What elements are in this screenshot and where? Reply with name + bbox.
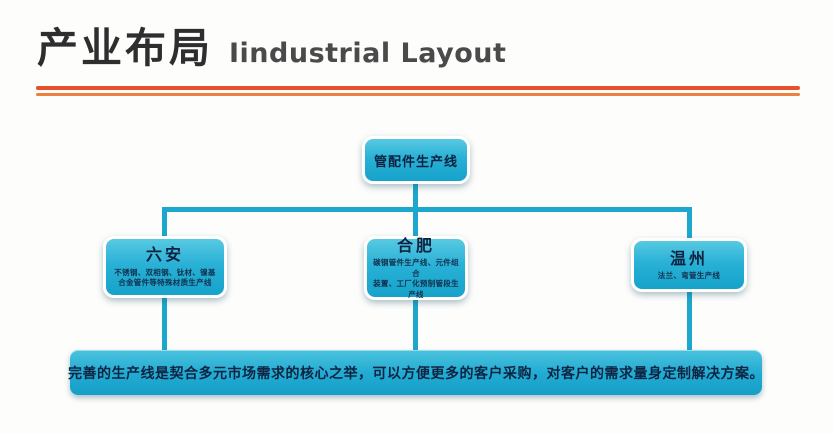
node-luan-name: 六安 — [145, 245, 184, 265]
node-hefei-desc-line2: 装置、工厂化预制管段生产线 — [373, 279, 459, 299]
connector-hefei-to-summary — [413, 288, 418, 352]
summary-bar: 完善的生产线是契合多元市场需求的核心之举，可以方便更多的客户采购，对客户的需求量… — [68, 350, 764, 395]
connector-wenzhou-to-summary — [687, 278, 692, 352]
node-wenzhou-desc-line1: 法兰、弯管生产线 — [657, 270, 721, 280]
page-title-english: Iindustrial Layout — [229, 38, 507, 69]
node-pipe-fittings-line: 管配件生产线 — [362, 136, 470, 184]
node-luan-desc-line1: 不锈钢、双相钢、钛材、镍基 — [114, 267, 216, 277]
connector-drop-hefei — [413, 207, 418, 240]
node-luan-description: 不锈钢、双相钢、钛材、镍基 合金管件等特殊材质生产线 — [114, 268, 215, 289]
node-hefei-desc-line1: 碳钢管件生产线、元件组合 — [373, 258, 459, 278]
connector-luan-to-summary — [162, 288, 167, 352]
node-wenzhou-description: 法兰、弯管生产线 — [658, 271, 720, 282]
connector-drop-wenzhou — [687, 207, 692, 240]
node-wenzhou: 温州 法兰、弯管生产线 — [631, 238, 747, 292]
divider-line-bottom — [36, 93, 800, 96]
node-luan: 六安 不锈钢、双相钢、钛材、镍基 合金管件等特殊材质生产线 — [103, 236, 227, 298]
node-hefei-name: 合肥 — [396, 235, 435, 255]
page-title-chinese: 产业布局 — [37, 24, 213, 72]
page-title: 产业布局 Iindustrial Layout — [37, 14, 506, 74]
node-hefei: 合肥 碳钢管件生产线、元件组合 装置、工厂化预制管段生产线 — [364, 236, 468, 300]
node-hefei-description: 碳钢管件生产线、元件组合 装置、工厂化预制管段生产线 — [373, 258, 459, 300]
node-pipe-fittings-label: 管配件生产线 — [373, 154, 458, 170]
title-divider — [36, 86, 800, 96]
connector-root-stem — [413, 183, 418, 210]
node-wenzhou-name: 温州 — [669, 248, 708, 268]
node-luan-desc-line2: 合金管件等特殊材质生产线 — [118, 278, 212, 288]
divider-line-top — [36, 86, 800, 90]
connector-drop-luan — [162, 207, 167, 240]
connector-horizontal-bus — [162, 207, 692, 212]
summary-text: 完善的生产线是契合多元市场需求的核心之举，可以方便更多的客户采购，对客户的需求量… — [68, 365, 764, 382]
